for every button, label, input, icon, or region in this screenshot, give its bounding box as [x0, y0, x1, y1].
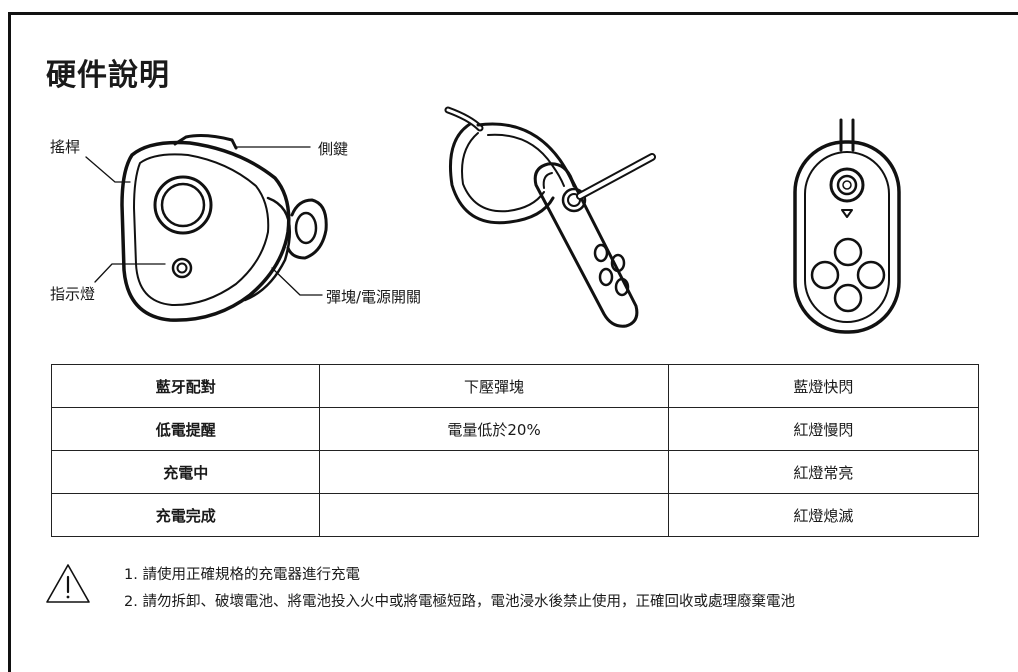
table-cell-item: 低電提醒 [50, 407, 321, 451]
controller-front-view-illustration [793, 118, 901, 334]
table-row: 充電中 紅燈常亮 [50, 450, 980, 494]
page-title: 硬件說明 [46, 58, 170, 93]
table-cell-status: 紅燈慢閃 [667, 407, 980, 451]
warning-triangle-icon [46, 564, 90, 603]
controller-side-view-illustration [85, 134, 328, 322]
function-table: 藍牙配對 下壓彈塊 藍燈快閃 低電提醒 電量低於20% 紅燈慢閃 充電中 紅燈常… [50, 364, 980, 537]
table-cell-action: 電量低於20% [319, 407, 669, 451]
controller-keyring-illustration [444, 106, 656, 328]
warning-notes: 1. 請使用正確規格的充電器進行充電 2. 請勿拆卸、破壞電池、將電池投入火中或… [124, 562, 795, 616]
eject-power-label: 彈塊/電源開關 [326, 288, 422, 306]
table-cell-status: 紅燈常亮 [667, 450, 980, 494]
hardware-illustrations [85, 106, 901, 334]
table-cell-item: 藍牙配對 [50, 364, 321, 408]
table-cell-item: 充電完成 [50, 493, 321, 537]
warning-note-2: 2. 請勿拆卸、破壞電池、將電池投入火中或將電極短路，電池浸水後禁止使用，正確回… [124, 594, 795, 610]
indicator-label: 指示燈 [50, 285, 96, 303]
table-cell-action: 下壓彈塊 [319, 364, 669, 408]
joystick-label: 搖桿 [50, 138, 81, 156]
table-cell-action [319, 493, 669, 537]
table-cell-item: 充電中 [50, 450, 321, 494]
side-key-label: 側鍵 [318, 140, 349, 158]
table-row: 藍牙配對 下壓彈塊 藍燈快閃 [50, 364, 980, 408]
warning-note-1: 1. 請使用正確規格的充電器進行充電 [124, 567, 360, 583]
table-cell-status: 藍燈快閃 [667, 364, 980, 408]
table-row: 充電完成 紅燈熄滅 [50, 493, 980, 537]
table-cell-action [319, 450, 669, 494]
page-frame [8, 12, 1018, 672]
table-row: 低電提醒 電量低於20% 紅燈慢閃 [50, 407, 980, 451]
table-cell-status: 紅燈熄滅 [667, 493, 980, 537]
